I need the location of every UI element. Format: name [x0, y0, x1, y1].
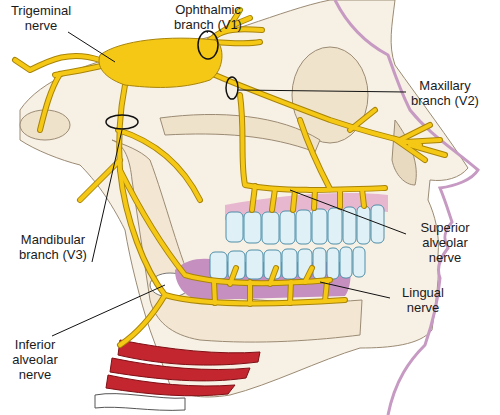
trigeminal-ganglion [99, 38, 222, 87]
callout-label: Mandibular branch (V3) [8, 232, 98, 262]
tooth [296, 210, 311, 244]
hyoid-bone [95, 394, 185, 411]
callout-label: Ophthalmic branch (V1) [168, 2, 248, 32]
tooth [353, 247, 365, 277]
leader-lines [52, 31, 406, 336]
leader-line [52, 285, 165, 336]
mandible [112, 140, 362, 342]
leader-line [238, 90, 406, 92]
nerves [15, 10, 445, 345]
tooth [280, 211, 295, 244]
branch-ring [198, 31, 218, 59]
tooth [327, 248, 339, 279]
muscle [110, 358, 250, 381]
muscle [106, 375, 235, 396]
muscle [118, 340, 260, 365]
leader-line [320, 282, 390, 298]
tooth [357, 206, 370, 244]
tooth [282, 249, 297, 279]
tooth [313, 248, 326, 279]
muscles [106, 340, 260, 396]
tooth [340, 247, 352, 278]
callout-label: Maxillary branch (V2) [405, 78, 485, 108]
branch-ring [226, 77, 238, 99]
callout-label: Lingual nerve [388, 285, 458, 315]
tooth [226, 212, 243, 242]
leader-line [68, 32, 115, 62]
branch-rings [106, 31, 238, 129]
tooth [246, 250, 263, 279]
tooth [262, 212, 279, 244]
tooth [312, 209, 327, 244]
face-profile [335, 0, 478, 415]
tooth [244, 212, 261, 243]
leader-line [290, 190, 406, 234]
leader-line [92, 130, 122, 262]
branch-ring [106, 115, 138, 129]
tooth [328, 208, 342, 244]
tooth [371, 205, 384, 243]
tooth [210, 252, 227, 279]
nerve-fill [15, 10, 445, 345]
callout-label: Trigeminal nerve [6, 3, 76, 33]
callout-label: Superior alveolar nerve [405, 220, 485, 265]
callout-label: Inferior alveolar nerve [4, 337, 66, 382]
nerve-outline [15, 10, 445, 345]
